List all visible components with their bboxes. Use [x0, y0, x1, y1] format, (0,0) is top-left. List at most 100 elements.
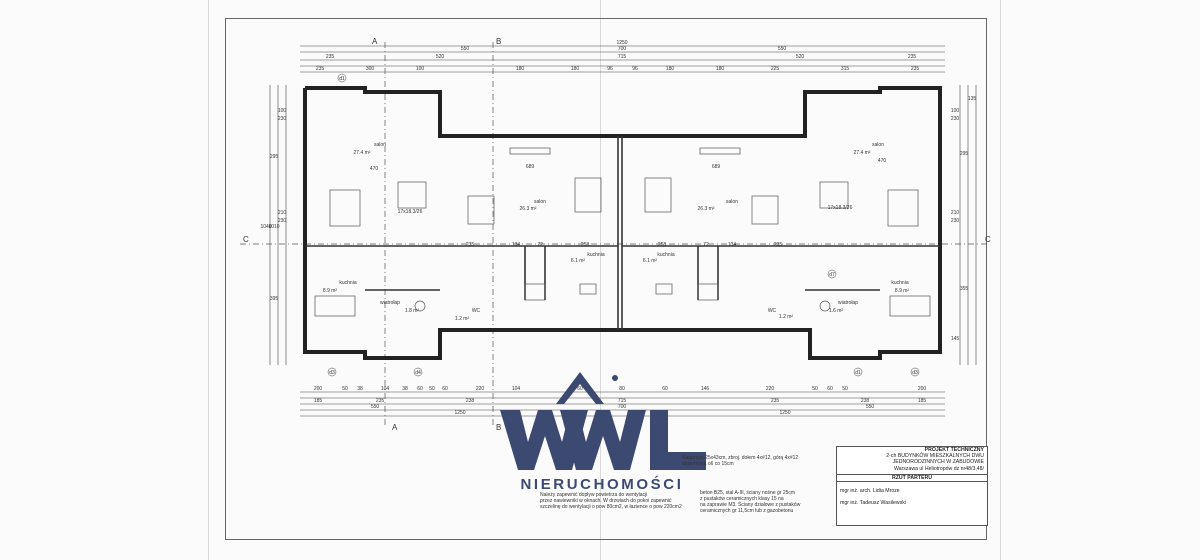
window-tag: d7: [829, 272, 835, 278]
bottom-dim: 146: [701, 386, 710, 392]
top-dim: 180: [716, 66, 725, 72]
note-line: z pustaków ceramicznych klasy 15 na: [700, 496, 784, 502]
left-dim: 1040: [260, 224, 271, 230]
room-area: 1.2 m²: [455, 316, 470, 322]
top-dim: 700: [618, 46, 627, 52]
room-area: 27.4 m²: [354, 150, 371, 156]
side-dimension-lines: [269, 85, 977, 365]
room-name: WC: [472, 308, 481, 314]
section-marker-b: B: [496, 37, 501, 46]
overall-dimension-bottom: 1250: [454, 410, 465, 416]
room-area: 1.2 m²: [779, 314, 794, 320]
room-area: 6.1 m²: [571, 258, 586, 264]
left-dim: 230: [278, 116, 287, 122]
room-name: salon: [872, 142, 884, 148]
note-line: przez nawiewniki w oknach. W drzwiach do…: [540, 498, 672, 504]
right-dim: 355: [960, 286, 969, 292]
section-marker-a: A: [372, 37, 378, 46]
window-tag: d1: [855, 370, 861, 376]
room-name: salon: [374, 142, 386, 148]
bottom-dim: 185: [314, 398, 323, 404]
window-tag: d3: [329, 370, 335, 376]
top-dim: 520: [436, 54, 445, 60]
fold-line: [1000, 0, 1001, 560]
bottom-dim: 220: [766, 386, 775, 392]
room-dim: 470: [370, 166, 379, 172]
top-dim: 520: [796, 54, 805, 60]
bottom-dim: 220: [476, 386, 485, 392]
fold-line: [600, 0, 601, 560]
title-block: PROJEKT TECHNICZNY 2-ch BUDYNKÓW MIESZKA…: [836, 446, 988, 526]
right-dim: 135: [968, 96, 977, 102]
bottom-dim: 60: [442, 386, 448, 392]
bottom-dim: 238: [466, 398, 475, 404]
room-area: 1.8 m²: [405, 308, 420, 314]
room-dim: 72: [703, 242, 709, 248]
window-tags: d1 d4 d1 d3 d3 d7: [327, 73, 920, 377]
top-dim: 100: [416, 66, 425, 72]
title-line: PROJEKT TECHNICZNY: [924, 447, 984, 453]
note-line: szczelinę do wentylacji o pow 80cm2, w ł…: [540, 504, 682, 510]
bottom-dim: 60: [662, 386, 668, 392]
bottom-dim: 50: [342, 386, 348, 392]
room-dim: 470: [878, 158, 887, 164]
section-marker-a: A: [392, 423, 398, 432]
right-dim: 230: [951, 218, 960, 224]
top-dim: 300: [366, 66, 375, 72]
left-dim: 295: [270, 154, 279, 160]
bottom-dim: 700: [618, 404, 627, 410]
room-dim: 689: [712, 164, 721, 170]
bottom-dim: 60: [577, 386, 583, 392]
drawing-frame: [225, 18, 987, 540]
section-marker-c: C: [985, 235, 991, 244]
ventilation-note: Należy zapewnić dopływ powietrza do went…: [540, 492, 700, 510]
right-dim: 230: [951, 116, 960, 122]
right-dim: 210: [951, 210, 960, 216]
bottom-dimension-labels: 200 50 38 104 38 60 50 60 220 104 60 80 …: [314, 386, 927, 416]
materials-note: beton B25, stal A-III, ściany nośne gr 2…: [700, 490, 830, 514]
room-name: wiatrołap: [380, 300, 400, 306]
room-dim: 134: [512, 242, 521, 248]
bottom-dim: 550: [371, 404, 380, 410]
room-dim: 258: [581, 242, 590, 248]
overall-dimension-bottom: 1250: [779, 410, 790, 416]
top-dimension-lines: [300, 45, 945, 73]
fold-line: [208, 0, 209, 560]
left-dim: 1010: [268, 224, 279, 230]
exterior-walls: [303, 86, 942, 360]
room-area: 27.4 m²: [854, 150, 871, 156]
bottom-dim: 38: [402, 386, 408, 392]
top-dim: 550: [461, 46, 470, 52]
bottom-dimension-lines: [300, 391, 945, 417]
note-line: Nadproże 25x43cm, zbroj. dołem 4x#12, gó…: [682, 455, 799, 461]
note-line: strzemiona o6 co 15cm: [682, 461, 734, 467]
bottom-dim: 235: [771, 398, 780, 404]
left-dim: 395: [270, 296, 279, 302]
top-dim: 550: [778, 46, 787, 52]
bottom-dim: 104: [512, 386, 521, 392]
room-name: salon: [726, 199, 738, 205]
section-marker-c: C: [243, 235, 249, 244]
room-dim: 689: [526, 164, 535, 170]
room-name: kuchnia: [339, 280, 356, 286]
room-name: wiatrołap: [838, 300, 858, 306]
top-dim: 180: [571, 66, 580, 72]
left-dim: 210: [278, 210, 287, 216]
bottom-dim: 60: [417, 386, 423, 392]
title-line: JEDNORODZINNYCH W ZABUDOWIE: [892, 459, 984, 466]
section-marker-b: B: [496, 423, 501, 432]
bottom-dim: 104: [381, 386, 390, 392]
room-name: kuchnia: [891, 280, 908, 286]
section-markers: A B C C A B: [243, 37, 991, 432]
top-dim: 235: [316, 66, 325, 72]
top-dim: 235: [911, 66, 920, 72]
title-line: Warszawa ul Heliotropów dz nr48/3,48/: [893, 465, 984, 472]
lintel-note: Nadproże 25x43cm, zbroj. dołem 4x#12, gó…: [682, 455, 832, 467]
window-tag: d3: [912, 370, 918, 376]
designer-name: mgr inż. arch. Lidia Mroze: [840, 488, 900, 495]
bottom-dim: 50: [429, 386, 435, 392]
window-tag: d4: [415, 370, 421, 376]
side-dimension-labels: 100 230 295 210 1040 1010 395 230 135 10…: [260, 96, 976, 342]
bottom-dim: 60: [827, 386, 833, 392]
